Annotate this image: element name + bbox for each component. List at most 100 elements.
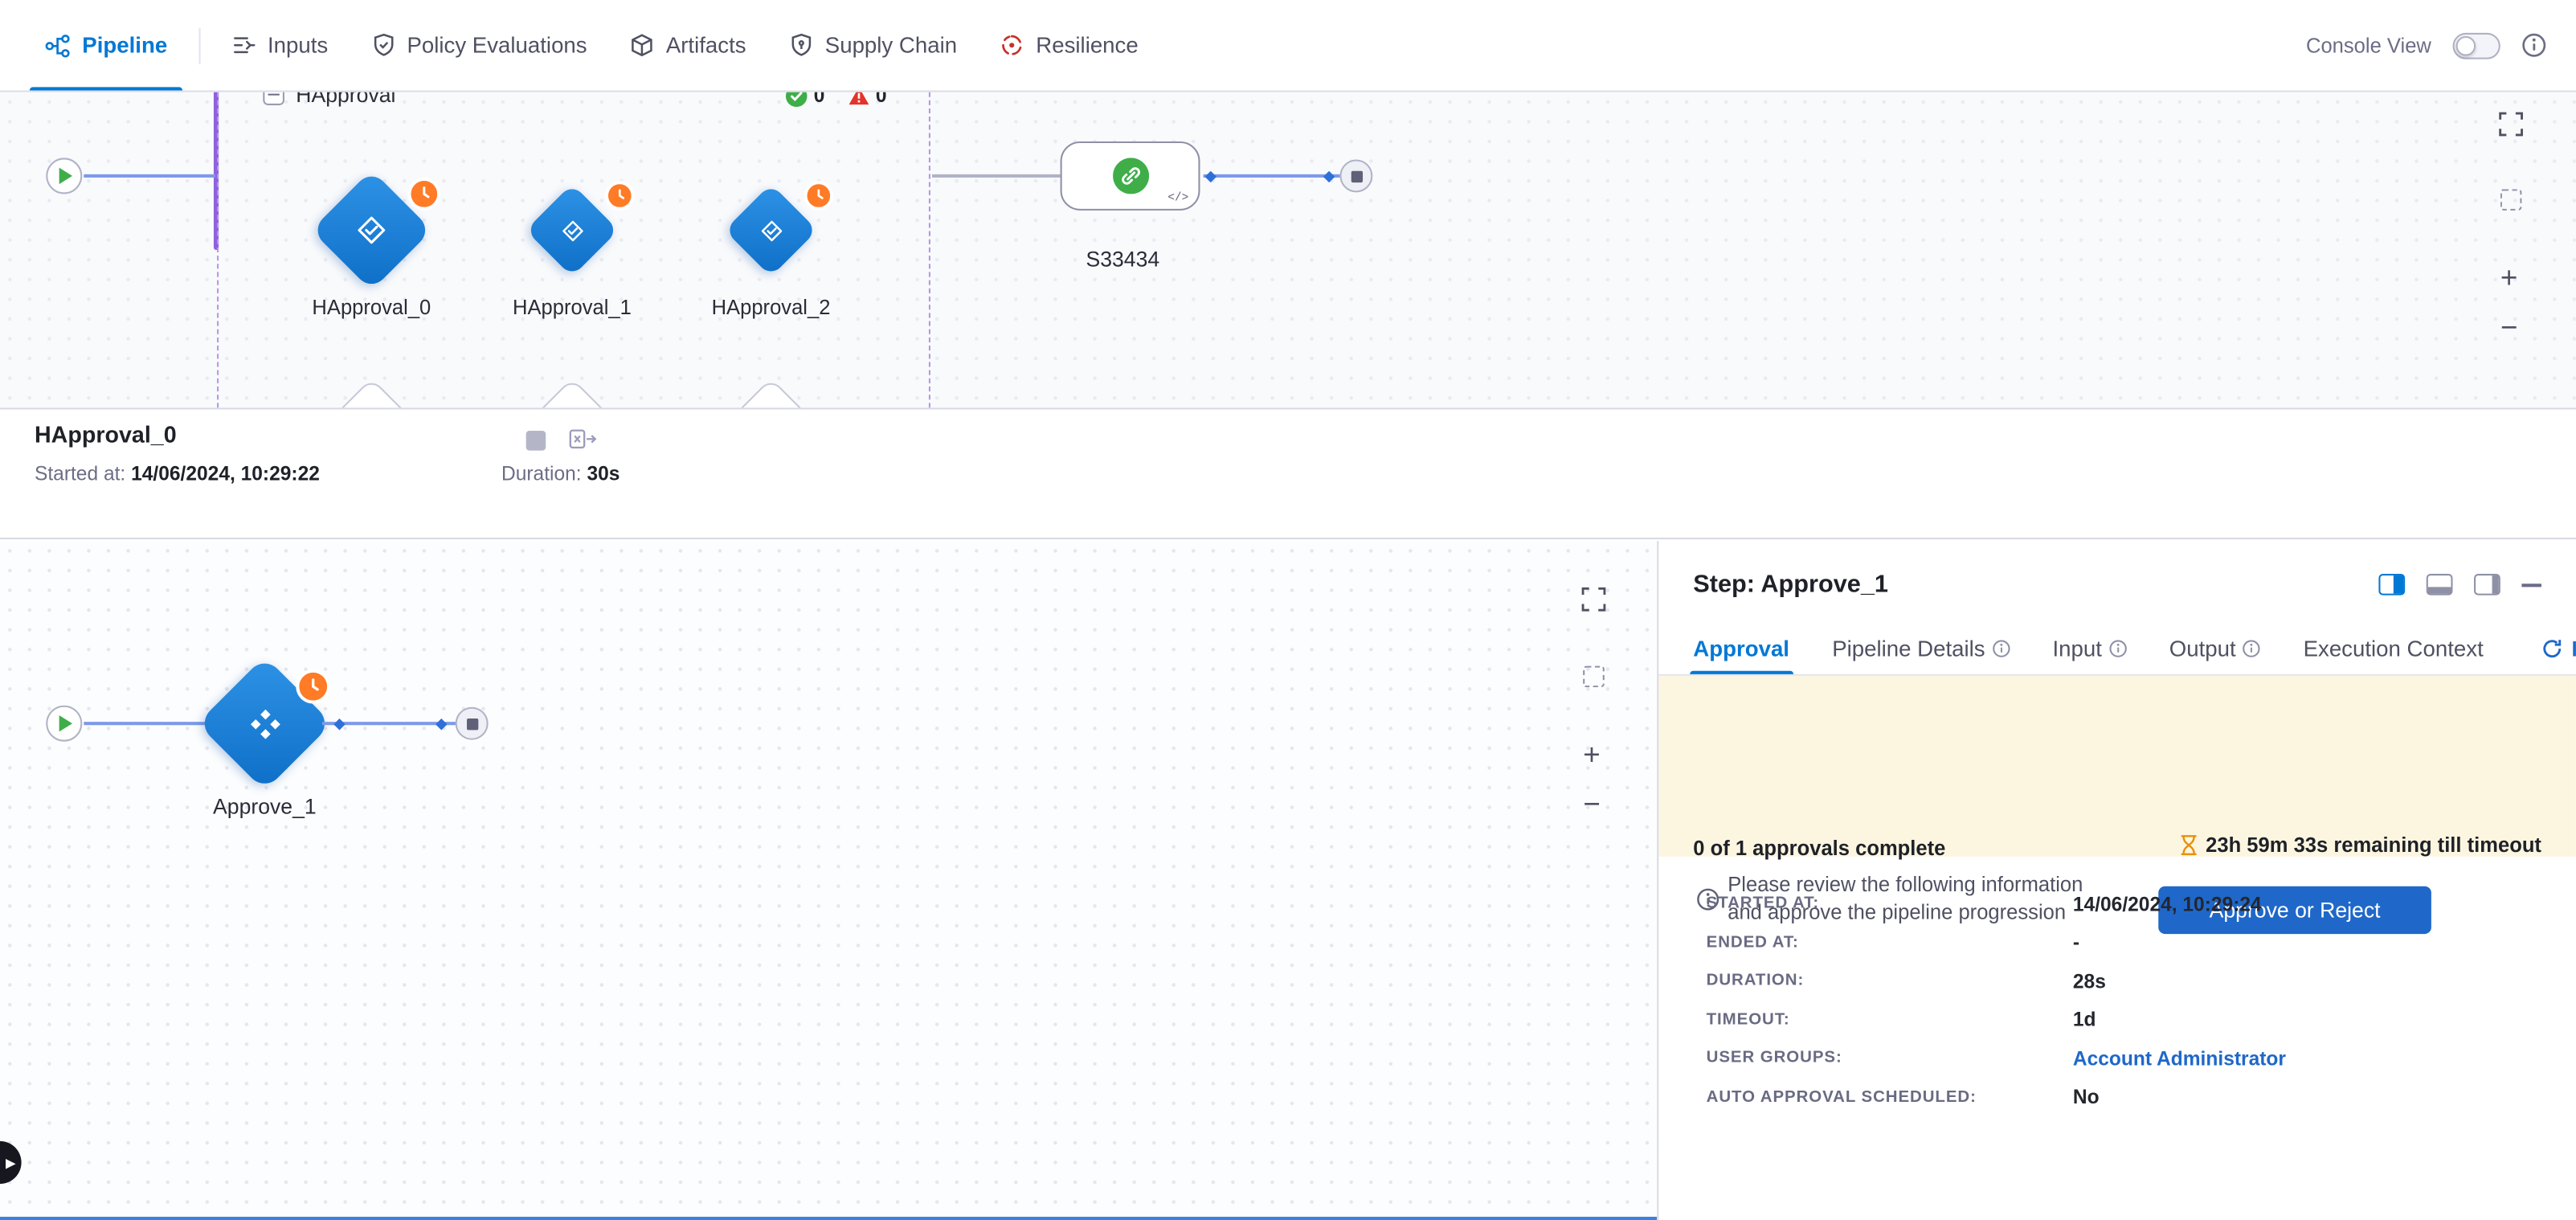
skip-icon <box>569 428 597 451</box>
tab-approval[interactable]: Approval <box>1690 623 1793 674</box>
field-value: 28s <box>2072 969 2106 993</box>
approval-timeout: 23h 59m 33s remaining till timeout <box>2179 833 2541 857</box>
tab-execution-context[interactable]: Execution Context <box>2304 623 2484 673</box>
expand-icon[interactable] <box>1581 587 1606 618</box>
tab-resilience[interactable]: Resilience <box>979 0 1160 91</box>
hourglass-icon <box>2180 835 2197 856</box>
clock-badge-icon <box>411 181 438 207</box>
horizontal-scrollbar[interactable] <box>0 1216 1658 1220</box>
step-graph-canvas: Approve_1 + − ▶ <box>0 541 1658 1220</box>
failure-count: 0 <box>875 92 887 107</box>
node-label: HApproval_0 <box>312 296 431 319</box>
connector-edge <box>932 174 1061 178</box>
stage-name: HApproval <box>296 92 396 107</box>
approval-banner: 0 of 1 approvals complete 23h 59m 33s re… <box>1658 675 2576 935</box>
clock-badge-icon <box>607 184 632 207</box>
stage-duration: Duration: 30s <box>501 462 619 485</box>
refresh-button[interactable]: Re <box>2542 623 2576 673</box>
connector-edge <box>1203 174 1340 178</box>
tab-supply-chain[interactable]: Supply Chain <box>767 0 979 91</box>
refresh-icon <box>2544 640 2562 658</box>
edge-endpoint <box>333 717 346 730</box>
nav-tabs: Pipeline Inputs Policy Evaluations Artif… <box>23 0 1160 91</box>
zoom-in-icon[interactable]: + <box>1583 738 1601 772</box>
node-s33434[interactable]: </> <box>1060 141 1200 211</box>
tab-label: Pipeline Details <box>1832 636 1985 661</box>
connector-edge <box>84 174 216 178</box>
node-partial <box>525 377 619 408</box>
clock-badge-icon <box>299 672 328 701</box>
tab-pipeline-details[interactable]: Pipeline Details <box>1832 623 2010 673</box>
edge-endpoint <box>1204 170 1217 182</box>
node-happroval-1[interactable] <box>525 183 619 277</box>
nav-divider <box>198 27 201 63</box>
minimize-icon[interactable] <box>2521 583 2541 587</box>
edge-endpoint <box>1323 170 1335 182</box>
user-groups-link[interactable]: Account Administrator <box>2072 1046 2286 1071</box>
field-value: 1d <box>2072 1008 2096 1032</box>
inputs-icon <box>233 37 256 54</box>
stage-summary-bar: HApproval_0 Started at: 14/06/2024, 10:2… <box>0 407 2576 540</box>
play-icon <box>46 705 83 742</box>
top-navigation: Pipeline Inputs Policy Evaluations Artif… <box>0 0 2576 92</box>
node-label: HApproval_1 <box>513 296 632 319</box>
stage-header: HApproval <box>263 92 395 107</box>
collapse-stage-icon[interactable] <box>263 92 284 105</box>
tab-policy-evaluations[interactable]: Policy Evaluations <box>350 0 608 91</box>
field-row: ENDED AT: - <box>1707 923 2560 962</box>
nav-right-controls: Console View <box>2306 31 2546 59</box>
zoom-out-icon[interactable]: − <box>2500 310 2518 344</box>
node-partial <box>325 377 419 408</box>
zoom-in-icon[interactable]: + <box>2500 261 2518 295</box>
step-details-panel: Step: Approve_1 Approval Pipeline Detail… <box>1657 541 2576 1220</box>
clock-badge-icon <box>807 184 831 207</box>
stage-graph-canvas: HApproval 0 0 <box>0 92 2576 408</box>
tab-artifacts[interactable]: Artifacts <box>608 0 767 91</box>
approval-progress-text: 0 of 1 approvals complete <box>1693 837 1946 861</box>
fit-selection-icon[interactable] <box>2500 189 2522 211</box>
service-link-icon <box>1113 158 1150 194</box>
info-icon <box>2108 640 2127 657</box>
failure-warning-icon <box>848 92 869 104</box>
approve-or-reject-button[interactable]: Approve or Reject <box>2158 886 2431 935</box>
tab-label: Execution Context <box>2303 636 2484 661</box>
info-icon[interactable] <box>2521 33 2546 58</box>
connector-edge <box>84 722 209 726</box>
supply-chain-icon <box>791 33 811 56</box>
tab-output[interactable]: Output <box>2169 623 2261 673</box>
tab-pipeline[interactable]: Pipeline <box>23 0 189 91</box>
success-count: 0 <box>813 92 825 107</box>
node-label: S33434 <box>1086 246 1160 272</box>
expand-icon[interactable] <box>2499 112 2524 143</box>
stop-icon <box>1339 159 1373 193</box>
node-approve-1[interactable] <box>197 656 333 792</box>
layout-bottom-icon[interactable] <box>2426 574 2453 596</box>
field-row: AUTO APPROVAL SCHEDULED: No <box>1707 1078 2560 1116</box>
field-row: USER GROUPS: Account Administrator <box>1707 1039 2560 1078</box>
layout-right-icon[interactable] <box>2474 574 2500 596</box>
code-icon: </> <box>1167 192 1189 206</box>
console-view-toggle[interactable] <box>2452 31 2500 59</box>
node-label: Approve_1 <box>213 794 317 819</box>
message-line-2: and approve the pipeline progression <box>1728 901 2067 924</box>
field-label: STARTED AT: <box>1706 895 1820 913</box>
message-line-1: Please review the following information <box>1728 873 2083 897</box>
node-happroval-0[interactable] <box>311 170 432 291</box>
field-row: TIMEOUT: 1d <box>1707 1001 2560 1039</box>
policy-evaluations-icon <box>373 33 393 56</box>
fit-selection-icon[interactable] <box>1583 665 1605 688</box>
tab-label: Resilience <box>1036 32 1139 58</box>
panel-collapse-handle[interactable]: ▶ <box>0 1140 22 1185</box>
layout-split-icon[interactable] <box>2378 574 2406 596</box>
field-row: DURATION: 28s <box>1707 962 2560 1001</box>
field-value: - <box>2072 931 2080 955</box>
tab-label: Input <box>2052 636 2102 661</box>
zoom-out-icon[interactable]: − <box>1583 787 1601 821</box>
info-icon <box>1696 888 1719 911</box>
started-label: Started at: <box>34 461 126 485</box>
timeout-text: 23h 59m 33s remaining till timeout <box>2206 833 2541 857</box>
tab-input[interactable]: Input <box>2052 623 2127 673</box>
node-happroval-2[interactable] <box>724 183 818 277</box>
tab-inputs[interactable]: Inputs <box>210 0 349 91</box>
stop-icon <box>455 706 489 740</box>
